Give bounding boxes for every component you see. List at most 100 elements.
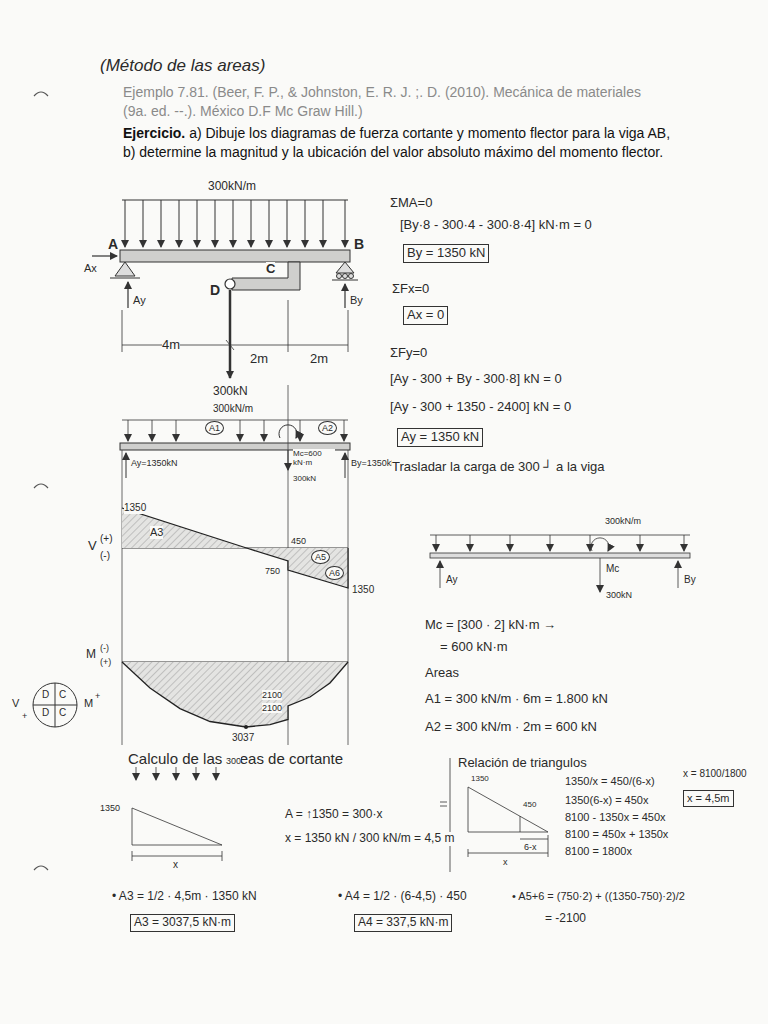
- translated-load-sketch: [430, 535, 690, 536]
- annotation: 1350: [471, 774, 489, 783]
- beam-2-forces: [345, 453, 346, 478]
- translated-load-sketch: [591, 538, 609, 551]
- moment-diagram: [122, 662, 348, 727]
- boxed-result: Ax = 0: [403, 306, 448, 325]
- translated-load-sketch: [440, 561, 441, 588]
- annotation: ΣFx=0: [392, 282, 429, 297]
- annotation: A1 = 300 kN/m · 6m = 1.800 kN: [425, 692, 608, 707]
- similar-triangles-sketch: [468, 853, 548, 854]
- annotation: Mc: [606, 563, 619, 575]
- annotation: +: [22, 711, 27, 721]
- annotation: C: [59, 689, 66, 701]
- distributed-load: [251, 200, 252, 247]
- annotation: D: [42, 689, 49, 701]
- shear-triangle-sketch: [132, 851, 133, 861]
- annotation: 300kN/m: [208, 180, 256, 194]
- shear-triangle-sketch: [132, 765, 222, 861]
- page-heading: (Método de las areas): [100, 56, 265, 76]
- annotation: (+): [100, 533, 113, 545]
- annotation: 1350: [352, 584, 374, 596]
- annotation: 450: [291, 536, 306, 546]
- distributed-load: [269, 200, 270, 247]
- similar-triangles-sketch: [440, 806, 447, 807]
- annotation: 8100 = 450x + 1350x: [565, 828, 668, 841]
- translated-load-sketch: [470, 535, 471, 551]
- sign-convention: [33, 683, 77, 727]
- boxed-result: Ay = 1350 kN: [397, 428, 483, 447]
- annotation: 2100: [262, 690, 282, 700]
- supports: [332, 280, 358, 281]
- distributed-load-2: [152, 420, 153, 441]
- distributed-load-2: [176, 420, 177, 441]
- translated-load-sketch: [510, 535, 511, 551]
- shear-triangle-sketch: [132, 856, 222, 857]
- sign-convention: [33, 705, 77, 706]
- moment-diagram: [244, 725, 248, 729]
- shear-triangle-sketch: [222, 851, 223, 861]
- annotation: V: [88, 539, 97, 554]
- translated-load-sketch: [678, 561, 679, 588]
- translated-load-sketch: [684, 535, 685, 551]
- shear-triangle-sketch: [176, 765, 177, 780]
- section-lines: [122, 385, 348, 745]
- distributed-load: [143, 200, 144, 247]
- boxed-result: A4 = 337,5 kN·m: [354, 914, 452, 932]
- area-tag: A1: [205, 421, 224, 435]
- annotation: D: [210, 282, 220, 298]
- distributed-load: [305, 200, 306, 247]
- annotation: 300kN: [606, 590, 632, 600]
- annotation: 8100 = 1800x: [565, 845, 632, 858]
- reaction-arrows: [92, 255, 117, 256]
- annotation: 3037: [232, 732, 254, 744]
- boxed-result: x = 4,5m: [683, 790, 734, 807]
- distributed-load: [323, 200, 324, 247]
- annotation: 1350: [124, 502, 146, 514]
- exercise-statement: Ejercicio. a) Dibuje los diagramas de fu…: [123, 124, 671, 162]
- annotation: A = ↑1350 = 300·x: [285, 808, 382, 822]
- annotation: 450: [523, 800, 536, 809]
- distributed-load: [233, 200, 234, 247]
- annotation: M: [84, 697, 93, 710]
- supports: [343, 274, 348, 279]
- shear-triangle-sketch: [136, 765, 137, 780]
- annotation: 1350/x = 450/(6-x): [565, 775, 655, 788]
- beam-ab: [120, 250, 350, 262]
- beam-ab: [120, 250, 350, 290]
- area-tag: A2: [318, 421, 337, 435]
- distributed-load-2: [122, 420, 348, 421]
- beam-ab: [232, 262, 300, 290]
- annotation: V: [12, 697, 19, 710]
- distributed-load-2: [344, 420, 345, 441]
- distributed-load: [197, 200, 198, 247]
- section-lines: [122, 450, 123, 745]
- annotation: ΣFy=0: [390, 346, 427, 361]
- annotation: 300kN: [293, 474, 316, 483]
- reaction-arrows: [92, 256, 345, 378]
- similar-triangles-sketch: [468, 849, 469, 857]
- section-lines: [348, 450, 349, 745]
- distributed-load: [287, 200, 288, 247]
- annotation: Trasladar la carga de 300 ┘ a la viga: [392, 460, 605, 475]
- annotation: A: [108, 236, 118, 252]
- distributed-load: [215, 200, 216, 247]
- similar-triangles-sketch: [548, 835, 549, 857]
- annotation: • A3 = 1/2 · 4,5m · 1350 kN: [112, 890, 257, 904]
- annotation: 6-x: [524, 842, 537, 852]
- supports: [336, 262, 354, 273]
- distributed-load-2: [300, 420, 301, 441]
- annotation: 8100 - 1350x = 450x: [565, 811, 666, 824]
- annotation: 2m: [250, 352, 268, 367]
- dimension-lines: [122, 300, 348, 352]
- similar-triangles-sketch: [520, 816, 521, 832]
- reference-text: (9a. ed. --.). México D.F Mc Graw Hill.): [123, 103, 363, 119]
- translated-load-sketch: [550, 535, 551, 551]
- annotation: +: [95, 691, 100, 701]
- annotation: C: [59, 707, 66, 719]
- dimension-lines: [122, 345, 348, 346]
- beam-2-forces: [288, 450, 289, 470]
- punch-marks: [34, 866, 48, 870]
- shear-triangle-sketch: [132, 808, 222, 845]
- annotation: Relación de triangulos: [458, 756, 587, 771]
- annotation: • A4 = 1/2 · (6-4,5) · 450: [338, 890, 467, 904]
- annotation: x: [173, 859, 178, 871]
